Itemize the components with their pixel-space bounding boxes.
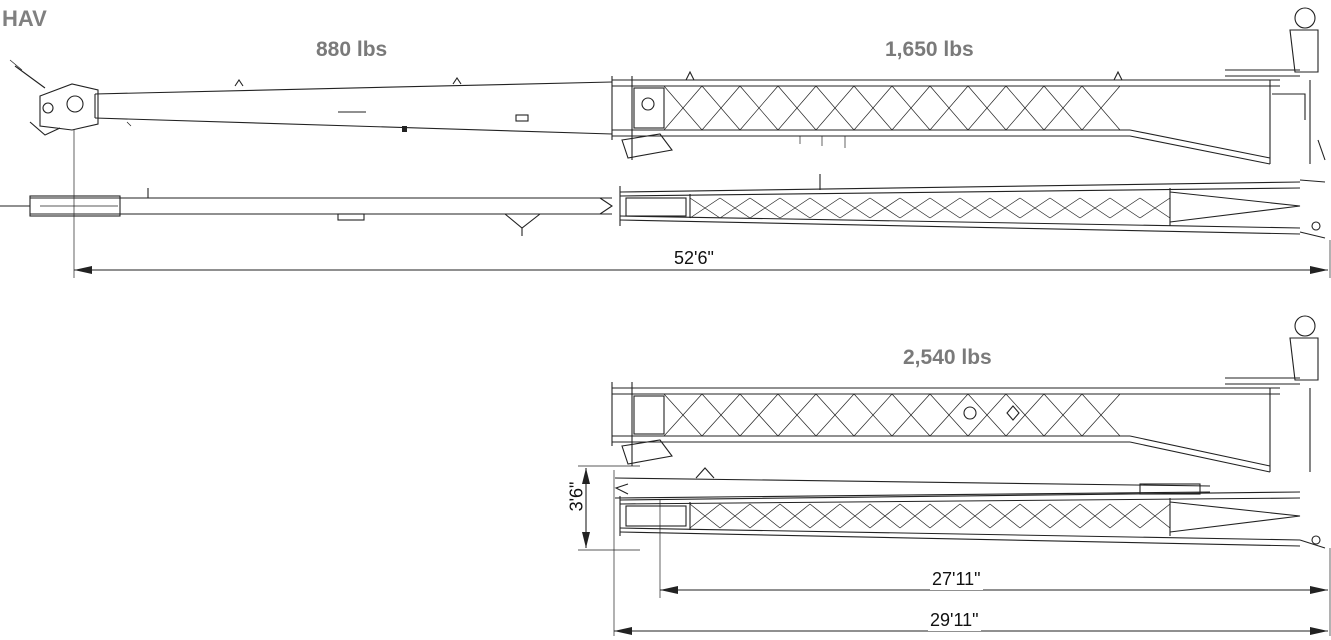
lattice-bracing-stowed xyxy=(663,393,1121,437)
extended-length-dimension xyxy=(73,130,1331,278)
stowed-jib-side-view xyxy=(611,315,1319,473)
stowed-inner-length-dimension xyxy=(659,500,1331,636)
stowed-overall-length-dimension xyxy=(613,470,1328,636)
fly-section-plan-view xyxy=(0,188,613,236)
stowed-height-label: 3'6" xyxy=(566,481,587,512)
base-section-plan-view xyxy=(619,174,1326,239)
lattice-bracing-top xyxy=(663,85,1121,131)
stowed-jib-plan-view xyxy=(614,467,1326,549)
base-section-side-view xyxy=(611,7,1326,165)
lattice-bracing-stowed-plan xyxy=(689,503,1171,529)
lattice-bracing-plan xyxy=(689,197,1171,219)
stowed-total-weight-label: 2,540 lbs xyxy=(903,346,992,369)
fly-section-side-view xyxy=(9,59,613,136)
base-section-weight-label: 1,650 lbs xyxy=(885,38,974,61)
stowed-height-dimension xyxy=(578,465,640,551)
drawing-title: HAV xyxy=(2,6,47,31)
fly-section-weight-label: 880 lbs xyxy=(316,38,388,61)
stowed-inner-length-label: 27'11" xyxy=(930,569,983,590)
extended-length-label: 52'6" xyxy=(672,248,716,269)
stowed-overall-length-label: 29'11" xyxy=(928,610,981,631)
